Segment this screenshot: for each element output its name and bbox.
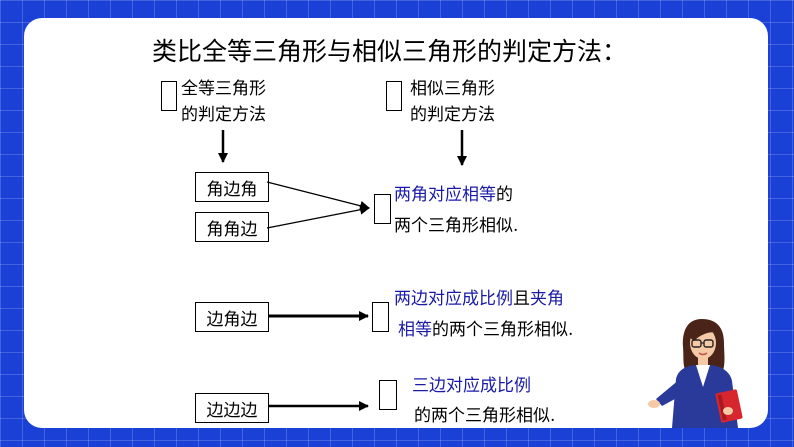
- line-aas-to-aa: [266, 204, 370, 229]
- placeholder-box: [161, 81, 177, 111]
- placeholder-box: [374, 194, 391, 224]
- highlight-text: 三边对应成比例: [412, 376, 531, 396]
- similar-criterion-sas-line2: 相等的两个三角形相似.: [398, 317, 573, 343]
- highlight-text: 相等: [398, 320, 432, 340]
- left-header-line2: 的判定方法: [181, 105, 266, 125]
- slide-title: 类比全等三角形与相似三角形的判定方法：: [152, 37, 628, 66]
- placeholder-box: [372, 302, 389, 332]
- criterion-mid: 且: [513, 289, 530, 309]
- placeholder-box: [379, 380, 397, 410]
- similar-criterion-aa-line2: 两个三角形相似.: [394, 216, 519, 236]
- connector-arrows: [218, 130, 467, 411]
- left-header-line1: 全等三角形: [181, 79, 266, 99]
- highlight-text: 两角对应相等: [394, 185, 496, 205]
- placeholder-box: [386, 81, 402, 111]
- method-box-aas: 角角边: [195, 212, 269, 242]
- method-box-asa: 角边角: [195, 172, 269, 202]
- criterion-tail: 的两个三角形相似.: [432, 320, 574, 340]
- right-header-line1: 相似三角形: [410, 79, 495, 99]
- line-asa-to-aa: [266, 181, 370, 211]
- highlight-text: 夹角: [530, 289, 564, 309]
- highlight-text: 两边对应成比例: [394, 289, 513, 309]
- criterion-tail: 的: [496, 185, 513, 205]
- similar-criterion-sss-line2: 的两个三角形相似.: [414, 406, 556, 426]
- right-header-line2: 的判定方法: [410, 105, 495, 125]
- similar-criterion-sss: 三边对应成比例: [412, 373, 531, 399]
- slide-panel: 类比全等三角形与相似三角形的判定方法： 全等三角形 的判定方法 相似三角形 的判…: [24, 18, 768, 428]
- method-box-sss: 边边边: [195, 393, 269, 423]
- similar-criterion-sas: 两边对应成比例且夹角: [394, 286, 564, 312]
- similar-criterion-aa: 两角对应相等的: [394, 182, 513, 208]
- teacher-illustration: [648, 319, 743, 428]
